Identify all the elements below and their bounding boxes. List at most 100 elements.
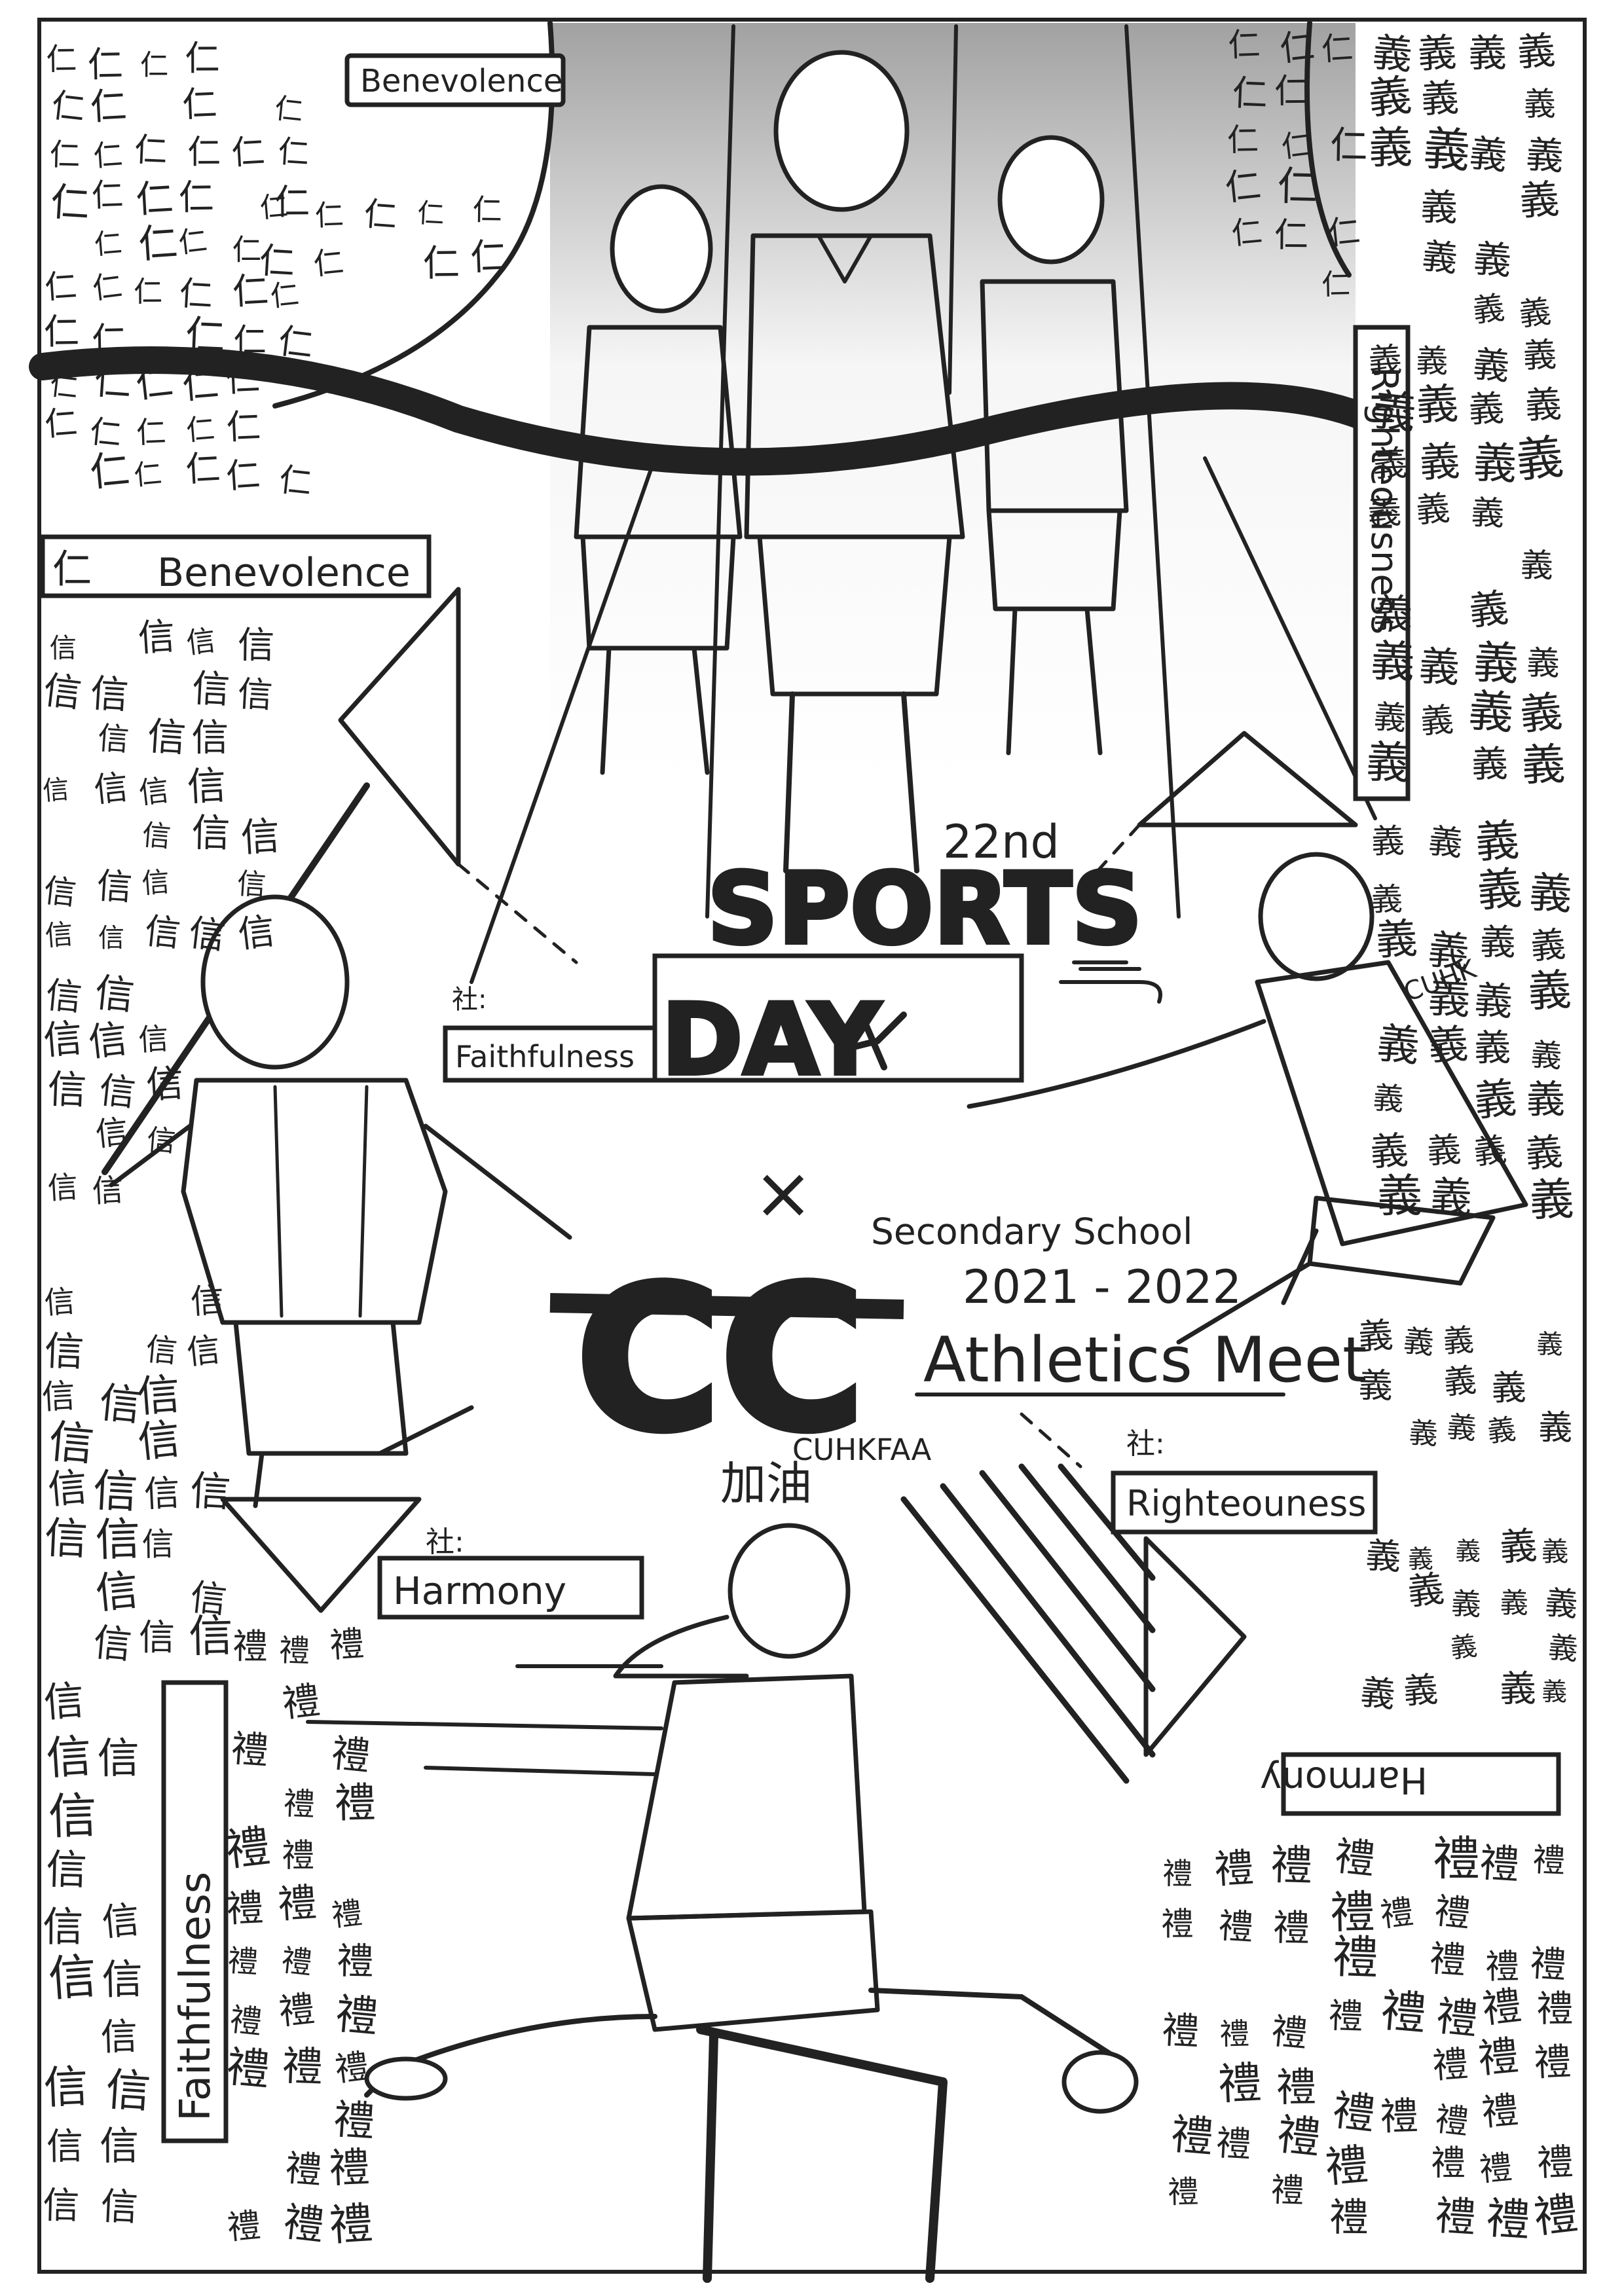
- page-border: [37, 18, 1587, 2274]
- calligraphy-char: 義: [1402, 1669, 1439, 1711]
- calligraphy-char: 義: [1471, 289, 1506, 329]
- title-block: SPORTS 22nd DAY × CC Secondary School 20…: [549, 815, 1367, 1510]
- calligraphy-char: 禮: [1485, 1947, 1519, 1987]
- calligraphy-char: 義: [1367, 340, 1403, 380]
- calligraphy-char: 禮: [328, 2143, 370, 2192]
- calligraphy-char: 禮: [1433, 1832, 1480, 1886]
- calligraphy-char: 仁: [136, 414, 166, 450]
- calligraphy-char: 仁: [1232, 72, 1268, 115]
- calligraphy-char: 義: [1472, 1074, 1519, 1126]
- calligraphy-char: 禮: [227, 1942, 259, 1980]
- calligraphy-char: 禮: [1330, 1886, 1376, 1939]
- calligraphy-char: 信: [138, 1021, 170, 1057]
- calligraphy-char: 信: [100, 2015, 138, 2059]
- calligraphy-char: 信: [236, 910, 277, 957]
- calligraphy-char: 義: [1524, 133, 1565, 179]
- runner-right: [980, 135, 1129, 756]
- calligraphy-char: 仁: [48, 369, 80, 405]
- calligraphy-char: 仁: [1227, 122, 1259, 159]
- calligraphy-char: 仁: [91, 177, 124, 215]
- svg-text:Righteouness: Righteouness: [1126, 1483, 1366, 1524]
- calligraphy-char: 義: [1498, 1524, 1538, 1570]
- calligraphy-char: 禮: [1219, 2016, 1250, 2052]
- calligraphy-char: 義: [1365, 1535, 1403, 1578]
- calligraphy-char: 禮: [1330, 2086, 1377, 2140]
- calligraphy-char: 仁: [276, 321, 316, 365]
- calligraphy-char: 信: [47, 1787, 98, 1845]
- calligraphy-char: 禮: [1270, 2011, 1309, 2055]
- calligraphy-char: 信: [89, 671, 130, 718]
- label-benevolence-mid: 仁 Benevolence: [40, 534, 432, 598]
- svg-text:仁: 仁: [52, 547, 92, 592]
- hurdle: [696, 2025, 948, 2283]
- calligraphy-char: 義: [1475, 862, 1524, 917]
- calligraphy-char: 禮: [333, 1990, 380, 2043]
- calligraphy-char: 仁: [185, 412, 215, 447]
- calligraphy-char: 仁: [181, 84, 217, 125]
- calligraphy-char: 信: [240, 813, 281, 860]
- org-name: CUHKFAA: [792, 1432, 931, 1467]
- calligraphy-char: 義: [1420, 186, 1458, 230]
- calligraphy-char: 禮: [1536, 2141, 1574, 2184]
- calligraphy-char: 義: [1373, 697, 1407, 737]
- calligraphy-char: 信: [44, 974, 84, 1019]
- calligraphy-char: 禮: [330, 1895, 364, 1933]
- calligraphy-char: 信: [94, 1513, 141, 1567]
- calligraphy-char: 禮: [282, 1836, 314, 1874]
- calligraphy-char: 仁: [232, 233, 262, 267]
- calligraphy-char: 信: [189, 1467, 232, 1516]
- calligraphy-char: 信: [46, 1948, 98, 2007]
- calligraphy-char: 信: [141, 818, 172, 854]
- calligraphy-char: 仁: [274, 181, 310, 223]
- calligraphy-char: 義: [1365, 736, 1412, 790]
- calligraphy-char: 義: [1426, 1130, 1463, 1171]
- calligraphy-char: 義: [1455, 1537, 1481, 1567]
- calligraphy-char: 禮: [226, 2206, 263, 2247]
- calligraphy-char: 禮: [1161, 1905, 1194, 1943]
- calligraphy-char: 禮: [329, 1624, 365, 1666]
- calligraphy-char: 義: [1368, 122, 1412, 173]
- finish-ribbon: [29, 346, 1382, 476]
- calligraphy-char: 禮: [1536, 1988, 1573, 2030]
- dashed-line-right: [1072, 823, 1141, 899]
- calligraphy-char: 義: [1426, 925, 1471, 977]
- calligraphy-char: 禮: [1270, 1840, 1313, 1890]
- label-faithfulness-side: Faithfulness: [161, 1680, 229, 2143]
- svg-text:社:: 社:: [426, 1525, 464, 1559]
- calligraphy-char: 義: [1422, 121, 1472, 179]
- calligraphy-char: 仁: [92, 359, 133, 405]
- calligraphy-char: 信: [93, 970, 137, 1019]
- calligraphy-char: 信: [97, 1379, 143, 1431]
- calligraphy-char: 信: [185, 1330, 222, 1372]
- calligraphy-char: 信: [42, 871, 78, 913]
- label-harmony: 社: Harmony: [377, 1525, 644, 1620]
- calligraphy-char: 仁: [178, 176, 214, 218]
- calligraphy-char: 信: [137, 773, 170, 811]
- calligraphy-char: 義: [1491, 1368, 1526, 1408]
- calligraphy-char: 義: [1414, 489, 1451, 531]
- calligraphy-char: 仁: [312, 244, 345, 282]
- calligraphy-char: 信: [46, 1465, 89, 1514]
- calligraphy-char: 仁: [1274, 216, 1308, 255]
- title-day: DAY: [661, 983, 882, 1097]
- calligraphy-char: 禮: [1275, 2109, 1323, 2164]
- javelin-thrower: [101, 782, 572, 1508]
- calligraphy-char: 義: [1418, 642, 1461, 692]
- calligraphy-char: 義: [1377, 1170, 1423, 1222]
- calligraphy-char: 義: [1427, 1021, 1469, 1069]
- calligraphy-char: 禮: [328, 2198, 375, 2251]
- calligraphy-char: 禮: [1380, 2093, 1419, 2139]
- calligraphy-char: 義: [1473, 437, 1518, 490]
- calligraphy-char: 仁: [231, 269, 269, 313]
- calligraphy-char: 義: [1467, 585, 1511, 634]
- calligraphy-char: 禮: [1161, 2009, 1200, 2054]
- speed-stripes: [900, 1463, 1156, 1784]
- runner-center: [744, 50, 965, 873]
- calligraphy-char: 信: [92, 1620, 134, 1667]
- calligraphy-char: 義: [1442, 1361, 1478, 1402]
- calligraphy-char: 禮: [1328, 1996, 1364, 2037]
- calligraphy-char: 義: [1514, 429, 1566, 488]
- calligraphy-char: 義: [1528, 868, 1574, 920]
- calligraphy-char: 信: [143, 1472, 181, 1516]
